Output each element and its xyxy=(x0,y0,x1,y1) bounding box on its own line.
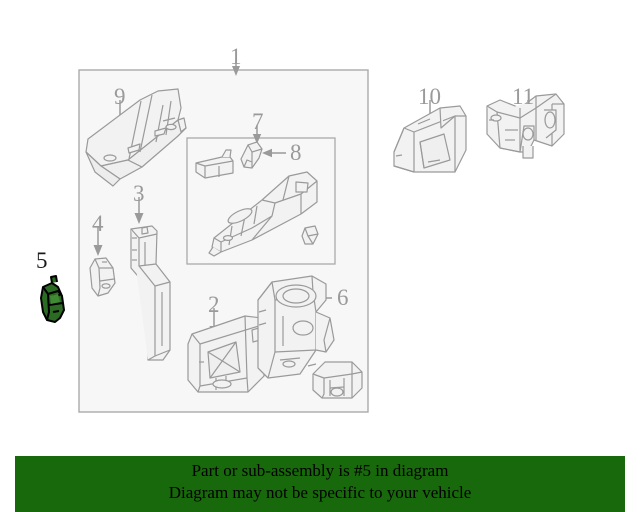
callout-number-5: 5 xyxy=(36,248,48,273)
part-3-apron-reinforcement-panel xyxy=(130,225,171,361)
part-10-shock-tower-cover-panel xyxy=(393,105,467,173)
callout-number-3: 3 xyxy=(133,181,145,206)
notice-line-2: Diagram may not be specific to your vehi… xyxy=(168,483,472,502)
callout-number-4: 4 xyxy=(92,211,104,236)
part-2-front-apron-wheelhouse-panel xyxy=(187,315,265,393)
callout-number-7: 7 xyxy=(252,109,264,134)
part-8-small-bracket xyxy=(240,141,263,169)
callout-number-9: 9 xyxy=(114,84,126,109)
part-11-engine-mount-bracket-assembly xyxy=(486,93,565,159)
callout-number-8: 8 xyxy=(290,140,302,165)
callout-number-2: 2 xyxy=(208,292,220,317)
sub-panel-small-chip xyxy=(301,225,319,245)
callout-number-6: 6 xyxy=(337,285,349,310)
part-4-small-gusset-bracket xyxy=(89,257,116,297)
sub-panel-flat-bracket xyxy=(195,149,234,179)
part-9-front-side-member-rail xyxy=(85,88,187,187)
main-panel-small-mount-bracket xyxy=(312,361,363,399)
part-7-side-member-sub-assembly xyxy=(208,171,318,257)
part-5-highlight-accent xyxy=(50,294,60,304)
part-6-strut-tower-housing-panel xyxy=(257,275,335,379)
part-notice-banner: Part or sub-assembly is #5 in diagram Di… xyxy=(15,456,625,512)
notice-line-1: Part or sub-assembly is #5 in diagram xyxy=(191,461,449,480)
callout-number-11: 11 xyxy=(512,84,535,109)
callout-number-10: 10 xyxy=(418,84,441,109)
callout-number-1: 1 xyxy=(230,44,242,69)
